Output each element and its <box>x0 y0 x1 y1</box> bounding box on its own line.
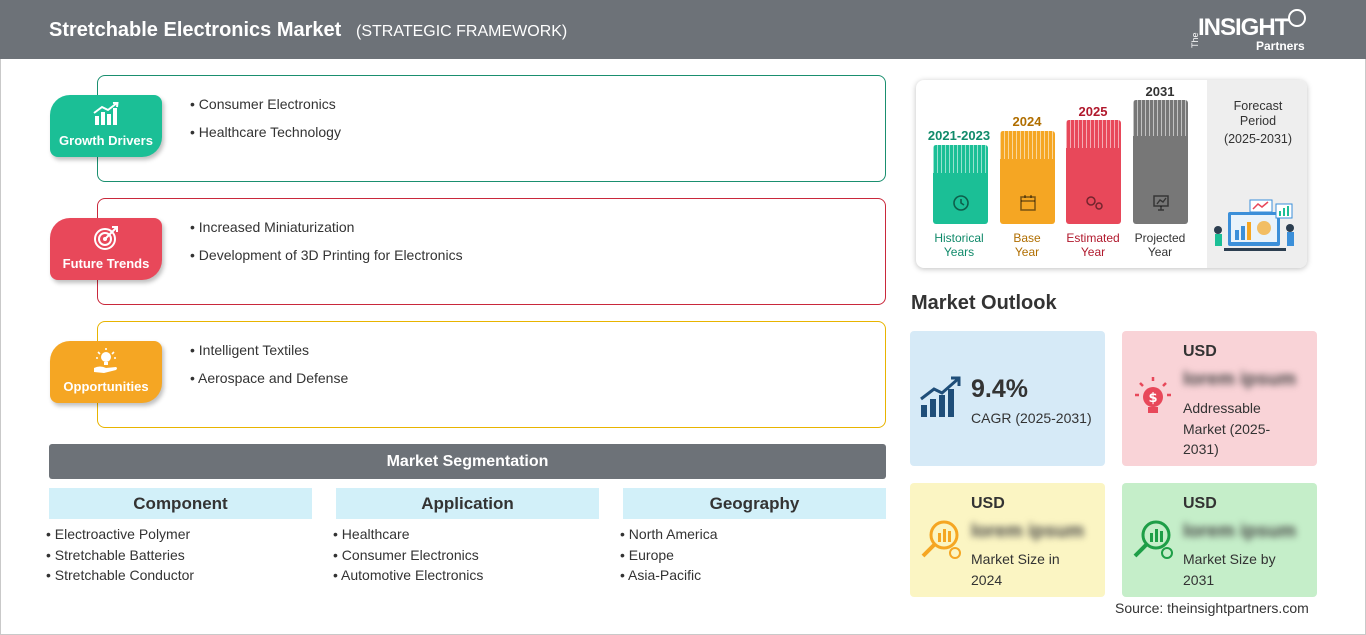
calendar-icon <box>1018 193 1038 213</box>
segment-list-application: • Healthcare • Consumer Electronics • Au… <box>333 526 483 588</box>
segment-heading-geography: Geography <box>623 488 886 519</box>
list-item: • Stretchable Batteries <box>46 546 185 563</box>
insight-partners-logo: The INSIGHT Partners <box>1190 8 1310 54</box>
segment-list-geography: • North America • Europe • Asia-Pacific <box>620 526 718 588</box>
svg-text:$: $ <box>1148 391 1157 406</box>
list-item: • Healthcare Technology <box>190 124 341 140</box>
segment-list-component: • Electroactive Polymer • Stretchable Ba… <box>46 526 194 588</box>
growth-drivers-list: • Consumer Electronics • Healthcare Tech… <box>190 96 341 152</box>
logo-ring-icon <box>1288 9 1306 27</box>
growth-chart-icon <box>50 102 162 126</box>
list-item: • Europe <box>620 546 674 563</box>
cagr-card: 9.4% CAGR (2025-2031) <box>910 331 1105 466</box>
target-icon <box>50 225 162 250</box>
list-item: • Automotive Electronics <box>333 567 484 583</box>
list-item: • Asia-Pacific <box>620 567 702 583</box>
logo-partners: Partners <box>1256 39 1305 53</box>
list-item: • Consumer Electronics <box>190 96 336 112</box>
future-trends-label: Future Trends <box>62 256 150 271</box>
segment-heading-component: Component <box>49 488 312 519</box>
timeline-bar-base <box>1000 131 1055 224</box>
magnifier-chart-icon <box>918 517 964 563</box>
dollar-bulb-icon: $ <box>1130 375 1176 421</box>
future-trends-list: • Increased Miniaturization • Developmen… <box>190 219 463 275</box>
market-size-2024-card: USD lorem ipsum Market Size in 2024 <box>910 483 1105 597</box>
list-item: • Consumer Electronics <box>333 546 479 563</box>
list-item: • Development of 3D Printing for Electro… <box>190 247 463 263</box>
size2024-desc: Market Size in 2024 <box>971 551 1060 588</box>
list-item: • Electroactive Polymer <box>46 526 191 542</box>
opportunities-label: Opportunities <box>63 379 149 394</box>
page-subtitle: (STRATEGIC FRAMEWORK) <box>356 23 568 40</box>
logo-insight: INSIGHT <box>1198 14 1289 41</box>
analytics-illustration-icon <box>1210 198 1300 254</box>
history-clock-icon <box>951 193 971 213</box>
gears-icon <box>1084 193 1104 213</box>
page-title: Stretchable Electronics Market <box>49 19 342 41</box>
size2031-value: lorem ipsum <box>1183 521 1296 542</box>
list-item: • Intelligent Textiles <box>190 342 310 358</box>
future-trends-box <box>97 198 886 305</box>
addressable-value: lorem ipsum <box>1183 369 1296 390</box>
timeline-year-historical: 2021-2023 <box>927 128 991 143</box>
timeline-bar-historical <box>933 145 988 224</box>
timeline-year-estimated: 2025 <box>1078 104 1108 119</box>
header-bar: Stretchable Electronics Market (STRATEGI… <box>0 0 1366 59</box>
opportunities-list: • Intelligent Textiles • Aerospace and D… <box>190 342 348 398</box>
list-item: • Stretchable Conductor <box>46 567 195 583</box>
list-item: • North America <box>620 526 718 542</box>
list-item: • Increased Miniaturization <box>190 219 355 235</box>
list-item: • Healthcare <box>333 526 410 542</box>
timeline-year-projected: 2031 <box>1145 84 1175 99</box>
growth-drivers-badge: Growth Drivers <box>50 95 162 157</box>
source-credit: Source: theinsightpartners.com <box>1115 600 1309 616</box>
market-size-2031-card: USD lorem ipsum Market Size by 2031 <box>1122 483 1317 597</box>
cagr-value: 9.4% <box>971 375 1028 403</box>
list-item: • Aerospace and Defense <box>190 370 349 386</box>
opportunities-box <box>97 321 886 428</box>
future-trends-badge: Future Trends <box>50 218 162 280</box>
growth-drivers-label: Growth Drivers <box>59 133 153 148</box>
size2031-desc: Market Size by 2031 <box>1183 551 1276 588</box>
market-outlook-title: Market Outlook <box>911 292 1057 314</box>
opportunities-badge: Opportunities <box>50 341 162 403</box>
rising-bars-icon <box>918 375 964 421</box>
timeline-bar-projected <box>1133 100 1188 224</box>
lightbulb-hand-icon <box>50 348 162 373</box>
market-segmentation-bar: Market Segmentation <box>49 444 886 479</box>
presentation-icon <box>1151 193 1171 213</box>
addressable-usd: USD <box>1183 343 1217 360</box>
segment-heading-application: Application <box>336 488 599 519</box>
addressable-market-card: USD lorem ipsum $ Addressable Market (20… <box>1122 331 1317 466</box>
growth-drivers-box <box>97 75 886 182</box>
size2031-usd: USD <box>1183 495 1217 512</box>
size2024-usd: USD <box>971 495 1005 512</box>
forecast-period-label: Forecast Period (2025-2031) <box>1223 99 1293 146</box>
timeline-bar-estimated <box>1066 120 1121 224</box>
magnifier-dollar-icon <box>1130 517 1176 563</box>
size2024-value: lorem ipsum <box>971 521 1084 542</box>
addressable-desc: Addressable Market (2025-2031) <box>1183 400 1271 457</box>
timeline-year-base: 2024 <box>1012 114 1042 129</box>
cagr-label: CAGR (2025-2031) <box>971 410 1092 426</box>
